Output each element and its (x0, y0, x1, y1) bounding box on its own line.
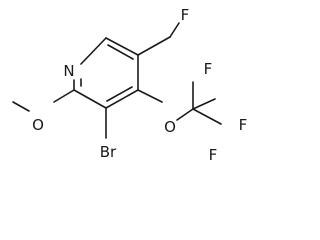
bond-o-cf3 (176, 108, 194, 121)
bond-ch2-f (169, 22, 180, 38)
atom-label-fluoromethyl-fluorine: F (181, 6, 190, 24)
bond-c6-c5 (105, 37, 139, 56)
bond-c5-ch2 (137, 36, 171, 56)
atom-label-cf3-fluorine-top: F (204, 60, 213, 78)
atom-label-cf3-fluorine-right: F (239, 116, 248, 134)
atom-labels: N O Br O F F F F (32, 6, 247, 164)
bond-c2-o (53, 89, 75, 103)
bonds (12, 22, 222, 139)
bond-o-ch3 (12, 101, 30, 112)
bond-cf3-f-bottom (192, 98, 216, 110)
atom-label-ring-nitrogen: N (63, 62, 74, 80)
bond-cf3-f-right (192, 108, 222, 125)
bond-c6-c5-double (107, 44, 134, 60)
chemical-structure: N O Br O F F F F (12, 6, 247, 164)
atom-label-cf3-fluorine-bottom: F (209, 146, 218, 164)
bond-c3-c2 (73, 89, 107, 109)
bond-c4-c3 (105, 89, 139, 109)
atom-label-ether-oxygen: O (164, 118, 176, 136)
atom-label-methoxy-oxygen: O (32, 116, 44, 134)
bond-c4-o (137, 89, 163, 103)
atom-label-bromine: Br (100, 143, 117, 161)
bond-c4-c3-double (106, 86, 133, 102)
bond-n-c6 (80, 37, 107, 65)
